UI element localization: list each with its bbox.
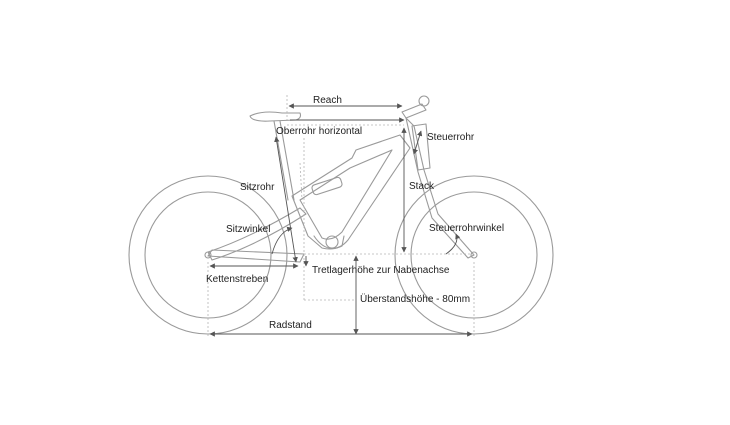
label-steuerrohrwinkel: Steuerrohrwinkel [429, 223, 504, 234]
steuerrohrwinkel-arc [445, 233, 461, 255]
labels: Reach Oberrohr horizontal Steuerrohr Sit… [206, 95, 504, 331]
label-steuerrohr: Steuerrohr [427, 132, 475, 143]
bike-frame [207, 95, 475, 263]
sitzrohr-dimension [274, 136, 298, 263]
label-sitzwinkel: Sitzwinkel [226, 224, 270, 235]
guide-lines [207, 95, 475, 336]
dimension-lines [209, 103, 473, 337]
sitzwinkel-arc [271, 226, 293, 255]
label-reach: Reach [313, 95, 342, 106]
label-radstand: Radstand [269, 320, 312, 331]
label-kettenstreben: Kettenstreben [206, 274, 268, 285]
label-oberrohr-horizontal: Oberrohr horizontal [276, 126, 362, 137]
label-stack: Stack [409, 181, 435, 192]
label-sitzrohr: Sitzrohr [240, 182, 275, 193]
label-tretlagerhoehe: Tretlagerhöhe zur Nabenachse [312, 265, 450, 276]
label-ueberstandshoehe: Überstandshöhe - 80mm [360, 293, 470, 305]
steuerrohr-dimension [412, 130, 423, 155]
